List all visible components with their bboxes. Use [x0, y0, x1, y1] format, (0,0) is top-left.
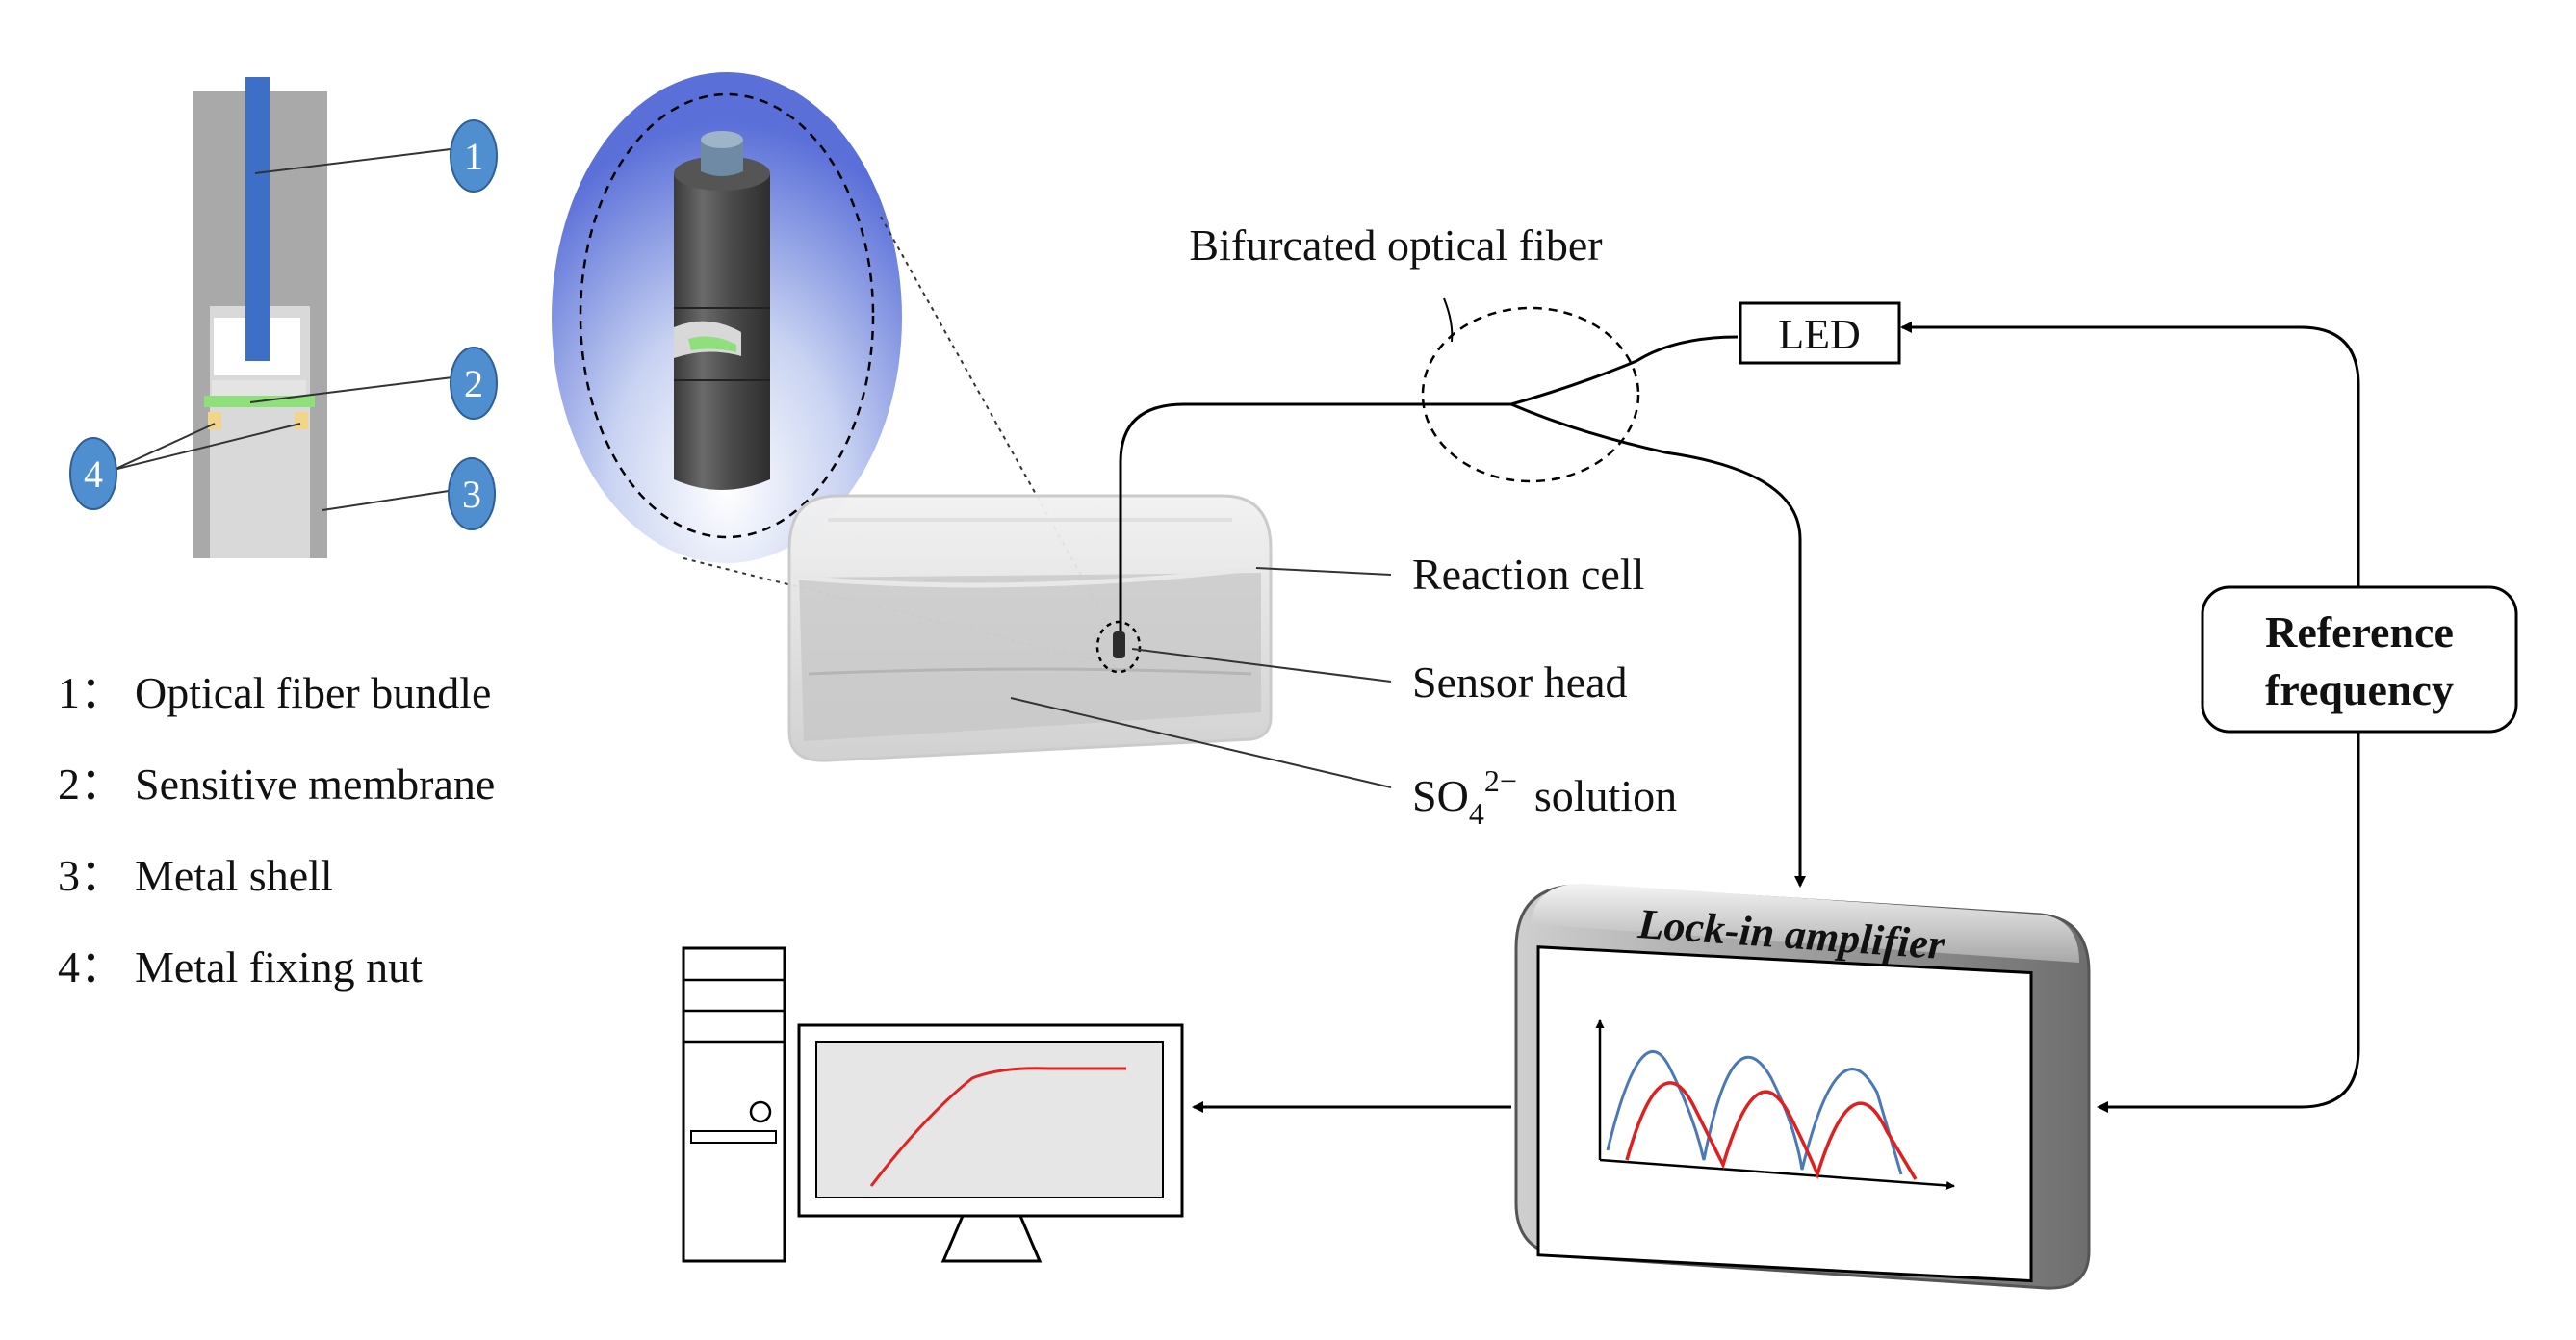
legend-4-num: 4：	[58, 942, 124, 992]
led-box: LED	[1739, 301, 1901, 365]
callout-4-label: 4	[84, 452, 103, 496]
reaction-cell-label: Reaction cell	[1412, 550, 1644, 599]
optical-fiber-paths	[1119, 335, 1806, 888]
legend-2-num: 2：	[58, 760, 124, 809]
reference-label-line2: frequency	[2265, 665, 2454, 714]
legend-1-num: 1：	[58, 668, 124, 717]
monitor-icon	[797, 1023, 1184, 1263]
callout-3: 3	[448, 457, 496, 530]
holder-gap	[212, 380, 306, 398]
legend-3-num: 3：	[58, 851, 124, 900]
legend-2-text: Sensitive membrane	[135, 760, 495, 809]
fiber-branch-detector	[1510, 402, 1806, 888]
tank-labels: Reaction cell Sensor head SO42−solution	[1010, 550, 1677, 831]
legend: 1： Optical fiber bundle 2： Sensitive mem…	[58, 668, 495, 992]
callout-3-label: 3	[462, 473, 481, 516]
lockin-amplifier: Lock-in amplifier	[1514, 883, 2091, 1290]
reference-frequency-box: Reference frequency	[2201, 585, 2518, 734]
led-label: LED	[1778, 311, 1861, 358]
solution-label: SO42−solution	[1412, 763, 1677, 831]
optical-fiber-bundle	[245, 77, 270, 361]
legend-1-text: Optical fiber bundle	[135, 668, 491, 717]
callout-2: 2	[450, 347, 498, 420]
fiber-branch-led	[1510, 335, 1739, 406]
bifurcated-fiber-label: Bifurcated optical fiber	[1189, 220, 1602, 270]
monitor-curve	[869, 1067, 1126, 1187]
desktop-computer-icon	[682, 946, 786, 1263]
legend-4-text: Metal fixing nut	[135, 942, 423, 992]
reference-label-line1: Reference	[2265, 607, 2454, 657]
callout-2-label: 2	[464, 362, 483, 405]
legend-3-text: Metal shell	[135, 851, 333, 900]
sensor-head-label: Sensor head	[1412, 657, 1628, 707]
callout-4: 4	[69, 437, 117, 510]
bifurcation-leader	[1443, 297, 1454, 343]
reaction-cell	[787, 494, 1273, 762]
bifurcation-marker	[1421, 306, 1640, 483]
sensor-head	[1095, 620, 1142, 674]
sensor-zoom-view	[552, 72, 902, 563]
fiber-trunk	[1119, 402, 1511, 643]
callout-1: 1	[450, 119, 498, 193]
callout-1-label: 1	[464, 135, 483, 178]
sensor-cross-section	[193, 77, 327, 558]
reference-loop	[1900, 322, 2360, 1113]
fixing-nut-right	[295, 412, 308, 429]
